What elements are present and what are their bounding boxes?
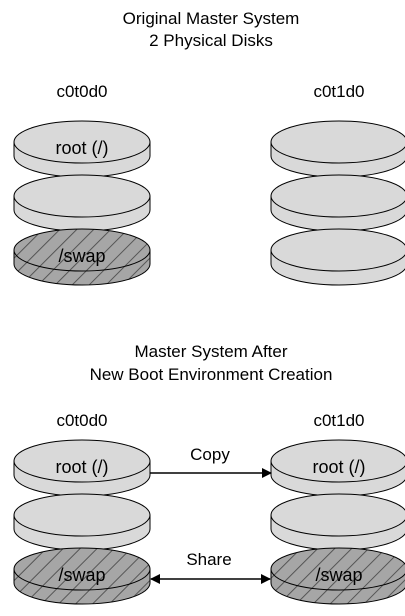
disk-platter [13, 174, 151, 232]
disk-platter-swap: /swap [13, 228, 151, 286]
disk-platter: root (/) [13, 120, 151, 178]
disk-platter [270, 228, 405, 286]
platter-top [13, 228, 151, 272]
platter-top [13, 120, 151, 164]
top-right-disk-label: c0t1d0 [313, 82, 364, 101]
top-title-line1: Original Master System [123, 9, 300, 28]
bottom-left-disk-stack: root (/) /swap [13, 439, 151, 605]
platter-top [270, 228, 405, 272]
platter-top [13, 547, 151, 591]
disk-platter [270, 493, 405, 551]
top-left-disk-stack: root (/) /swap [13, 120, 151, 286]
bottom-left-disk-label: c0t0d0 [56, 411, 107, 430]
disk-platter [270, 120, 405, 178]
disk-platter: root (/) [13, 439, 151, 497]
copy-label: Copy [190, 445, 230, 464]
disk-platter-swap: /swap [270, 547, 405, 605]
bottom-title-line1: Master System After [134, 342, 287, 361]
bottom-right-disk-label: c0t1d0 [313, 411, 364, 430]
platter-label: root (/) [55, 457, 108, 477]
platter-label: /swap [315, 565, 362, 585]
top-right-disk-stack [270, 120, 405, 286]
platter-top [13, 439, 151, 483]
platter-top [270, 120, 405, 164]
platter-top [13, 493, 151, 537]
platter-top [13, 174, 151, 218]
platter-top [270, 493, 405, 537]
top-title-line2: 2 Physical Disks [149, 31, 273, 50]
disk-platter [13, 493, 151, 551]
disk-platter-swap: /swap [13, 547, 151, 605]
platter-label: /swap [58, 565, 105, 585]
bottom-title-line2: New Boot Environment Creation [90, 365, 333, 384]
platter-top [270, 547, 405, 591]
platter-top [270, 174, 405, 218]
disk-platter [270, 174, 405, 232]
disk-platter: root (/) [270, 439, 405, 497]
platter-label: root (/) [312, 457, 365, 477]
bottom-right-disk-stack: root (/) /swap [270, 439, 405, 605]
platter-label: /swap [58, 246, 105, 266]
platter-label: root (/) [55, 138, 108, 158]
top-left-disk-label: c0t0d0 [56, 82, 107, 101]
platter-top [270, 439, 405, 483]
share-label: Share [186, 550, 231, 569]
